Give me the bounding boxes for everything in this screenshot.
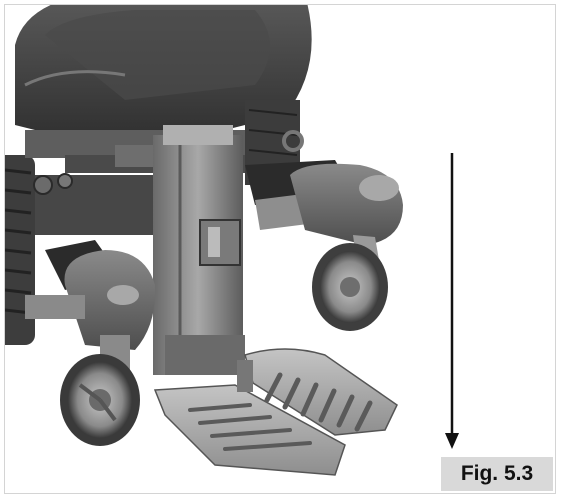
right-calf-pad xyxy=(245,160,403,245)
figure-label: Fig. 5.3 xyxy=(441,457,553,491)
figure-frame: Fig. 5.3 xyxy=(4,4,556,494)
left-footplate xyxy=(153,384,346,476)
legrest-column xyxy=(153,125,245,375)
seat-cushion xyxy=(15,5,312,145)
left-calf-pad xyxy=(25,240,156,350)
left-caster-wheel xyxy=(60,335,140,446)
down-arrow-icon xyxy=(445,153,459,449)
right-footplate xyxy=(237,348,398,436)
right-caster-wheel xyxy=(312,235,388,331)
wheelchair-illustration xyxy=(5,5,459,476)
